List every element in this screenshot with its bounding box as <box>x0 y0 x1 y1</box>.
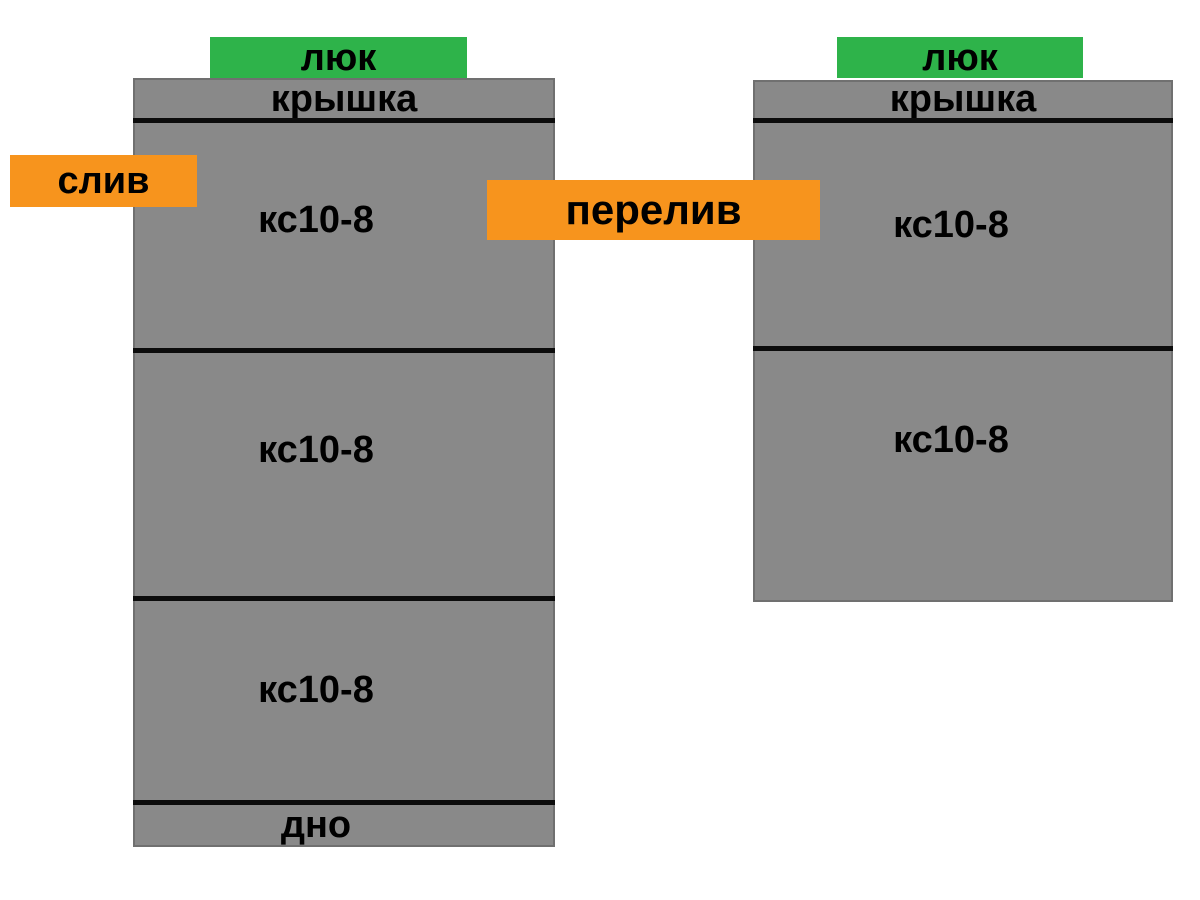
overflow-label: перелив <box>487 180 820 240</box>
hatch-label-left: люк <box>210 37 467 79</box>
right-tank: крышка кс10-8 кс10-8 <box>753 78 1173 602</box>
ring-seam-right-1 <box>753 346 1173 351</box>
ring-seam-left-1 <box>133 348 555 353</box>
hatch-label-right: люк <box>837 37 1083 79</box>
ring-label-right-1: кс10-8 <box>893 204 1009 246</box>
ring-label-left-1: кс10-8 <box>258 199 374 241</box>
cover-seam-left <box>133 118 555 123</box>
ring-label-left-2: кс10-8 <box>258 429 374 471</box>
cover-label-right: крышка <box>889 78 1037 120</box>
cover-seam-right <box>753 118 1173 123</box>
bottom-seam-left <box>133 800 555 805</box>
cover-label-left: крышка <box>270 78 418 120</box>
left-tank: крышка кс10-8 кс10-8 кс10-8 дно <box>133 78 555 847</box>
ring-label-right-2: кс10-8 <box>893 419 1009 461</box>
drain-label: слив <box>10 155 197 207</box>
ring-seam-left-2 <box>133 596 555 601</box>
bottom-label-left: дно <box>280 804 352 846</box>
ring-label-left-3: кс10-8 <box>258 669 374 711</box>
